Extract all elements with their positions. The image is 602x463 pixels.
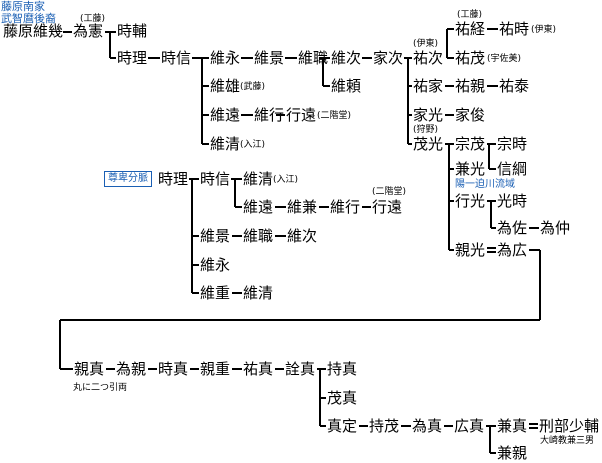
note-kudo-1: (工藤) [80, 14, 106, 24]
note-nyuko-1: (入江) [240, 140, 266, 150]
note-kudo-2: (工藤) [457, 10, 483, 20]
person-b-korenaga: 維永 [200, 256, 231, 274]
person-korenaga: 維永 [210, 49, 241, 67]
person-muneshige: 宗茂 [455, 135, 486, 153]
person-tokisuke: 時輔 [117, 22, 148, 40]
person-korechika: 藤原維幾 [3, 22, 64, 40]
person-korekage: 維景 [254, 49, 285, 67]
person-mitsutoki: 光時 [497, 192, 528, 210]
person-b-yukitoo: 行遠 [372, 198, 403, 216]
person-b-koretsugu: 維次 [287, 227, 318, 245]
person-mochizane: 持真 [327, 360, 358, 378]
person-nobutsuna: 信綱 [497, 160, 528, 178]
person-b-koretoo: 維遠 [243, 198, 274, 216]
person-sukenori: 祐経 [455, 20, 486, 38]
person-korekiyo: 維清 [210, 135, 241, 153]
person-shigezane: 茂真 [327, 389, 358, 407]
person-suketsugu: 祐次 [413, 49, 444, 67]
person-koretsugu: 維次 [331, 49, 362, 67]
person-sukezane: 祐真 [243, 360, 274, 378]
person-suketoki: 祐時 [499, 20, 530, 38]
note-ito-2: (伊東) [531, 25, 557, 35]
person-b-korekage: 維景 [200, 227, 231, 245]
person-sukeie: 祐家 [413, 77, 444, 95]
note-nyuko-2: (入江) [273, 175, 299, 185]
person-sadazane: 真定 [327, 417, 358, 435]
note-kano: (狩野) [413, 125, 439, 135]
person-tamehiro: 為広 [497, 241, 528, 259]
person-tokimasa: 時理 [117, 49, 148, 67]
person-suketai: 祐泰 [499, 77, 530, 95]
person-mochishige: 持茂 [369, 417, 400, 435]
label-sonpi-bunmyaku: 尊卑分脈 [104, 171, 152, 187]
person-hirozane: 広真 [454, 417, 485, 435]
person-ietoshi: 家俊 [455, 106, 486, 124]
person-b-tokimasa: 時理 [158, 170, 189, 188]
person-tamechika: 為親 [116, 360, 147, 378]
person-sukechika: 祐親 [455, 77, 486, 95]
person-shigemitsu: 茂光 [413, 135, 444, 153]
person-gyobushoyu: 刑部少輔 [539, 417, 600, 435]
person-tamesuke: 為佐 [497, 219, 528, 237]
person-kanezane: 兼真 [497, 417, 528, 435]
person-tokinobu: 時信 [161, 49, 192, 67]
person-tokizane: 時真 [158, 360, 189, 378]
person-norizane: 詮真 [285, 360, 316, 378]
note-usami: (宇佐美) [487, 54, 522, 64]
person-b-koreshige: 維重 [200, 284, 231, 302]
header-title-line2: 武智麿後裔 [1, 12, 56, 25]
person-b-korekiyo-2: 維清 [243, 284, 274, 302]
person-yukitoo: 行遠 [286, 106, 317, 124]
note-crest: 丸に二つ引両 [73, 383, 128, 393]
person-koreo: 維雄 [210, 77, 241, 95]
note-nikaido-2: (二階堂) [372, 187, 407, 197]
person-koremoto-shiki: 維職 [298, 49, 329, 67]
person-koreyori: 維頼 [331, 77, 362, 95]
person-munetoki: 宗時 [497, 135, 528, 153]
person-chikazane: 親真 [74, 360, 105, 378]
person-iemitsu: 家光 [413, 106, 444, 124]
person-koreyuki: 維行 [254, 106, 285, 124]
person-b-koreyuki: 維行 [330, 198, 361, 216]
note-osaki: 大崎教兼三男 [540, 436, 595, 446]
person-tamezane: 為真 [412, 417, 443, 435]
header-title-line1: 藤原南家 [1, 0, 45, 13]
person-koretoo: 維遠 [210, 106, 241, 124]
person-yukimitsu: 行光 [455, 192, 486, 210]
person-sukeshige: 祐茂 [455, 49, 486, 67]
person-kanemitsu: 兼光 [455, 160, 486, 178]
person-tametoki: 為憲 [73, 22, 104, 40]
person-b-tokinobu: 時信 [200, 170, 231, 188]
note-ito-1: (伊東) [413, 39, 439, 49]
person-chikashige: 親重 [200, 360, 231, 378]
note-muto: (武藤) [240, 82, 266, 92]
note-nikaido-1: (二階堂) [317, 111, 352, 121]
person-tamenaka: 為仲 [540, 219, 571, 237]
person-b-koremoto-shiki: 維職 [243, 227, 274, 245]
person-b-korekane: 維兼 [287, 198, 318, 216]
person-ietsugu: 家次 [373, 49, 404, 67]
label-ichinosako: 陽一迫川流域 [455, 179, 515, 190]
person-chikamitsu: 親光 [455, 241, 486, 259]
person-kanechika: 兼親 [497, 444, 528, 462]
person-b-korekiyo: 維清 [243, 170, 274, 188]
